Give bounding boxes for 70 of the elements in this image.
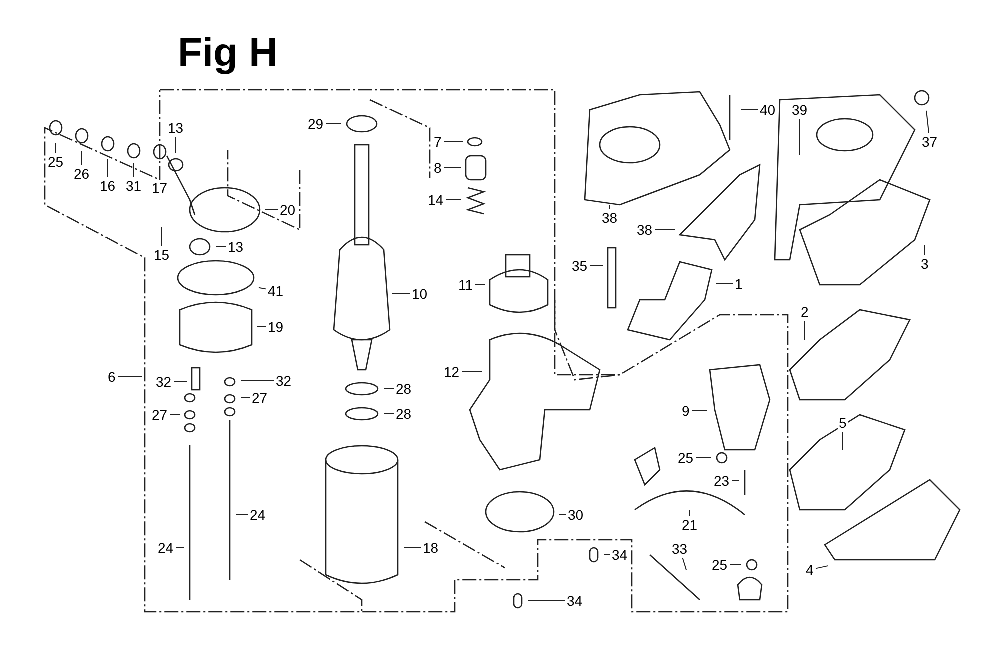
leader-line <box>236 514 248 516</box>
callout-number: 8 <box>433 160 443 176</box>
callout-number: 34 <box>611 547 629 563</box>
callout-number: 25 <box>711 557 729 573</box>
leader-line <box>732 480 740 482</box>
callout-number: 31 <box>125 178 143 194</box>
callout-number: 25 <box>47 154 65 170</box>
callout-number: 27 <box>151 407 169 423</box>
callout-number: 19 <box>267 319 285 335</box>
callout-number: 14 <box>427 192 445 208</box>
callout-number: 28 <box>395 406 413 422</box>
callout-number: 26 <box>73 166 91 182</box>
callout-number: 27 <box>251 390 269 406</box>
leader-line <box>216 246 226 248</box>
callout-number: 38 <box>601 210 619 226</box>
leader-line <box>842 432 844 450</box>
callout-number: 33 <box>671 541 689 557</box>
callout-number: 11 <box>458 277 474 293</box>
callout-number: 24 <box>249 507 267 523</box>
leader-line <box>682 558 688 571</box>
callout-number: 37 <box>921 134 939 150</box>
leader-line <box>924 244 926 256</box>
callout-number: 21 <box>681 517 699 533</box>
leader-line <box>384 388 394 390</box>
callout-number: 12 <box>443 364 461 380</box>
leader-line <box>730 564 742 566</box>
callout-number: 24 <box>157 540 175 556</box>
leader-line <box>258 287 266 290</box>
callout-number: 25 <box>677 450 695 466</box>
callout-number: 29 <box>307 116 325 132</box>
callout-number: 6 <box>107 369 117 385</box>
callout-number: 38 <box>636 222 654 238</box>
leader-line <box>240 380 274 382</box>
leader-line <box>804 320 806 340</box>
callout-number: 13 <box>167 120 185 136</box>
leader-line <box>118 376 142 378</box>
leader-line <box>528 600 566 602</box>
leader-line <box>256 326 266 328</box>
callout-number: 16 <box>99 178 117 194</box>
callout-number: 15 <box>153 247 171 263</box>
callout-number: 32 <box>275 373 293 389</box>
callout-number: 39 <box>791 102 809 118</box>
callout-number: 30 <box>567 507 585 523</box>
leader-line <box>558 514 566 516</box>
callout-number: 23 <box>713 473 731 489</box>
leader-line <box>475 284 486 286</box>
leader-line <box>926 110 930 134</box>
callout-number: 4 <box>805 562 815 578</box>
leader-line <box>170 414 180 416</box>
callout-number: 41 <box>267 283 285 299</box>
callout-number: 1 <box>734 276 744 292</box>
callout-number: 3 <box>920 256 930 272</box>
callout-number: 2 <box>800 304 810 320</box>
callout-number: 17 <box>151 180 169 196</box>
callout-number: 40 <box>759 102 777 118</box>
callout-number: 18 <box>422 540 440 556</box>
callout-number: 7 <box>433 134 443 150</box>
callout-number: 5 <box>838 415 848 431</box>
callout-number: 10 <box>411 286 429 302</box>
leader-line <box>816 566 829 570</box>
callout-number: 35 <box>571 258 589 274</box>
leader-line <box>604 554 610 556</box>
callout-number: 34 <box>566 593 584 609</box>
callout-number: 28 <box>395 381 413 397</box>
figure-title: Fig H <box>178 30 278 76</box>
callout-number: 9 <box>681 403 691 419</box>
callout-number: 13 <box>227 239 245 255</box>
callout-number: 32 <box>155 374 173 390</box>
leader-line <box>692 410 708 412</box>
callout-number: 20 <box>279 202 297 218</box>
